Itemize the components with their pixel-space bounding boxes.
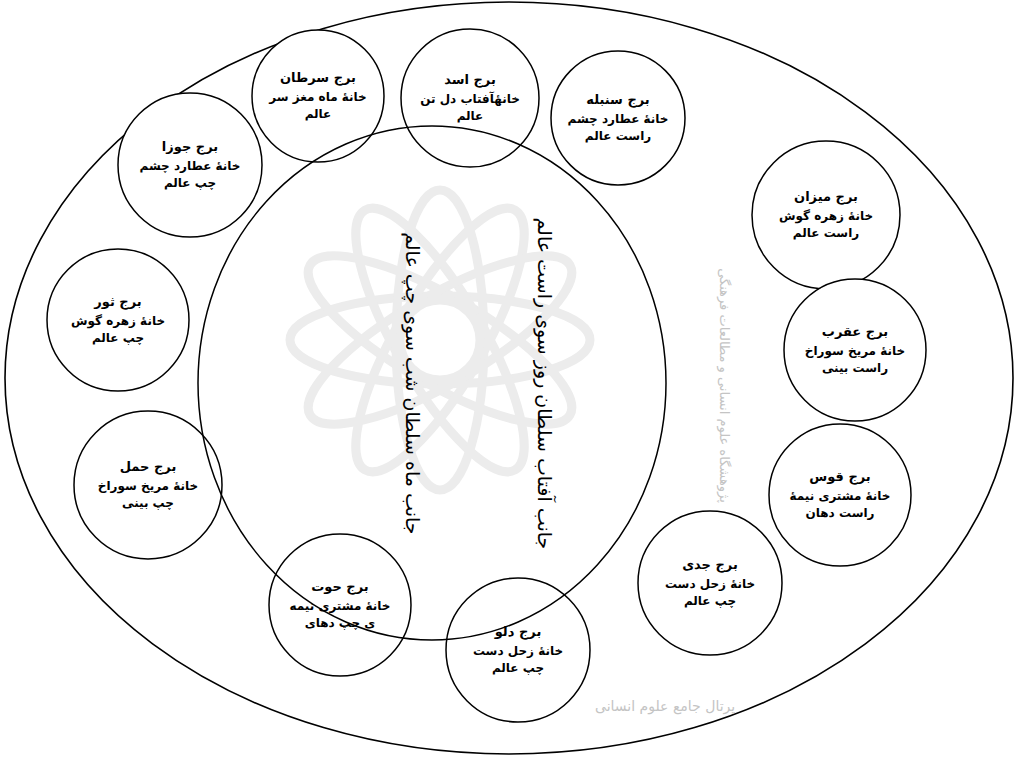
circle-text: برج دلو خانهٔ زحل دست چپ عالم (463, 623, 573, 677)
sign-name: برج جوزا (135, 138, 245, 156)
circle-shape (446, 578, 590, 722)
sign-name: برج میزان (770, 188, 883, 206)
sign-description: خانهٔ مشتری نیمهٔ راست دهان (786, 488, 894, 522)
circle-text: برج حمل خانهٔ مریخ سوراخ چپ بینی (92, 458, 205, 512)
circle-shape (551, 51, 685, 185)
circle-shape (769, 424, 911, 566)
circle-shape (638, 511, 782, 655)
sign-name: برج سنبله (567, 91, 669, 109)
circle-text: برج حوت خانهٔ مشتری نیمه ی چپ دهای (286, 578, 394, 632)
circle-text: برج قوس خانهٔ مشتری نیمهٔ راست دهان (786, 468, 894, 522)
circle-shape (118, 93, 262, 237)
sign-description: خانهٔ زحل دست چپ عالم (655, 576, 765, 610)
ellipse-outline (197, 125, 667, 641)
vertical-heading: جانب ماه سلطان شب سوی چپ عالم (400, 232, 425, 534)
vertical-heading: جانب آفتاب سلطان روز سوی راست عالم (533, 217, 558, 549)
sign-name: برج جدی (655, 556, 765, 574)
circle-shape (752, 141, 900, 289)
sign-name: برج حوت (286, 578, 394, 596)
zodiac-circle: برج سرطان خانهٔ ماه مغز سر عالم (251, 29, 385, 163)
sign-name: برج حمل (92, 458, 205, 476)
zodiac-circle: برج حمل خانهٔ مریخ سوراخ چپ بینی (73, 410, 223, 560)
circle-shape (784, 279, 926, 421)
sign-description: خانهٔ مشتری نیمه ی چپ دهای (286, 598, 394, 632)
sign-description: خانهٔآفتاب دل تن عالم (418, 91, 523, 125)
watermark-text: پرتال جامع علوم انسانی (595, 698, 735, 714)
circle-text: برج سرطان خانهٔ ماه مغز سر عالم (268, 69, 369, 123)
sign-name: برج ثور (64, 293, 172, 311)
zodiac-circle: برج عقرب خانهٔ مریخ سوراخ راست بینی (783, 278, 927, 422)
sign-description: خانهٔ زهره گوش راست عالم (770, 208, 883, 242)
zodiac-circle: برج قوس خانهٔ مشتری نیمهٔ راست دهان (768, 423, 912, 567)
zodiac-circle: برج حوت خانهٔ مشتری نیمه ی چپ دهای (268, 533, 412, 677)
zodiac-circle: برج اسد خانهٔآفتاب دل تن عالم (400, 28, 540, 168)
sign-description: خانهٔ ماه مغز سر عالم (268, 89, 369, 123)
zodiac-circle: برج دلو خانهٔ زحل دست چپ عالم (445, 577, 591, 723)
center-ellipse: جانب آفتاب سلطان روز سوی راست عالم جانب م… (197, 125, 667, 641)
sign-name: برج اسد (418, 71, 523, 89)
circle-text: برج عقرب خانهٔ مریخ سوراخ راست بینی (801, 323, 909, 377)
sign-name: برج عقرب (801, 323, 909, 341)
sign-name: برج دلو (463, 623, 573, 641)
zodiac-circle: برج سنبله خانهٔ عطارد چشم راست عالم (550, 50, 686, 186)
circle-text: برج جوزا خانهٔ عطارد چشم چپ عالم (135, 138, 245, 192)
circle-shape (47, 249, 189, 391)
zodiac-circle: برج جدی خانهٔ زحل دست چپ عالم (637, 510, 783, 656)
sign-description: خانهٔ زهره گوش چپ عالم (64, 313, 172, 347)
ellipse-shape (198, 126, 666, 640)
outer-ellipse (5, 2, 1013, 754)
zodiac-circle: برج میزان خانهٔ زهره گوش راست عالم (751, 140, 901, 290)
zodiac-circle: برج جوزا خانهٔ عطارد چشم چپ عالم (117, 92, 263, 238)
circle-text: برج میزان خانهٔ زهره گوش راست عالم (770, 188, 883, 242)
sign-description: خانهٔ عطارد چشم راست عالم (567, 111, 669, 145)
sign-name: برج قوس (786, 468, 894, 486)
sign-description: خانهٔ زحل دست چپ عالم (463, 643, 573, 677)
circle-shape (252, 30, 384, 162)
circle-text: برج جدی خانهٔ زحل دست چپ عالم (655, 556, 765, 610)
circle-text: برج ثور خانهٔ زهره گوش چپ عالم (64, 293, 172, 347)
circle-shape (269, 534, 411, 676)
circle-text: برج سنبله خانهٔ عطارد چشم راست عالم (567, 91, 669, 145)
sign-description: خانهٔ مریخ سوراخ چپ بینی (92, 478, 205, 512)
circle-shape (74, 411, 222, 559)
zodiac-circle: برج ثور خانهٔ زهره گوش چپ عالم (46, 248, 190, 392)
watermark-text: پژوهشگاه علوم انسانی و مطالعات فرهنگی (716, 268, 731, 503)
sign-description: خانهٔ مریخ سوراخ راست بینی (801, 343, 909, 377)
circle-shape (401, 29, 539, 167)
sign-description: خانهٔ عطارد چشم چپ عالم (135, 158, 245, 192)
sign-name: برج سرطان (268, 69, 369, 87)
circle-text: برج اسد خانهٔآفتاب دل تن عالم (418, 71, 523, 125)
